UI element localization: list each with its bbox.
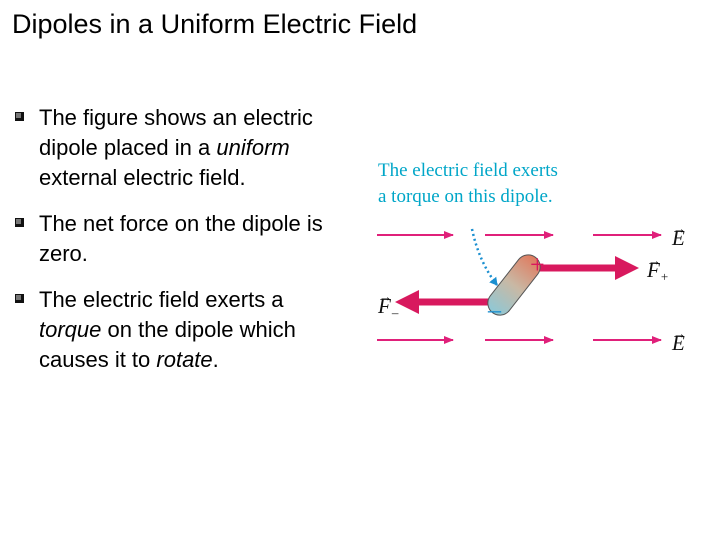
caption-line: a torque on this dipole. — [378, 186, 553, 207]
vector-arrow-icon: → — [648, 253, 661, 268]
bullet-text: The electric field exerts a — [39, 287, 284, 312]
minus-charge-sign: – — [488, 295, 501, 324]
field-symbol: E — [672, 331, 685, 355]
bullet-item: The electric field exerts a torque on th… — [14, 285, 344, 375]
vector-arrow-icon: → — [379, 289, 392, 304]
bullet-item: The net force on the dipole is zero. — [14, 209, 344, 269]
force-plus-arrow — [535, 256, 639, 280]
plus-charge-sign: + — [530, 250, 545, 279]
vector-arrow-icon: → — [673, 221, 686, 236]
bullet-text: The net force on the dipole is zero. — [39, 211, 323, 266]
bullet-text: The figure shows an electric dipole plac… — [39, 105, 313, 160]
bullet-emphasis: rotate — [156, 347, 213, 372]
dipole-figure: The electric field exerts a torque on th… — [365, 150, 710, 370]
bullet-item: The figure shows an electric dipole plac… — [14, 103, 344, 193]
bullet-text: . — [212, 347, 219, 372]
force-minus-arrow — [395, 290, 497, 314]
bullet-square-icon — [15, 218, 25, 228]
bullet-square-icon — [15, 294, 25, 304]
figure-caption: The electric field exerts a torque on th… — [378, 158, 628, 210]
bullet-text: on the dipole which causes it to — [39, 317, 296, 372]
force-subscript: + — [660, 269, 669, 284]
field-label-bottom: → E — [672, 326, 686, 355]
force-symbol: F — [647, 258, 660, 282]
dipole-diagram — [377, 228, 662, 344]
field-symbol: E — [672, 226, 685, 250]
bullet-list: The figure shows an electric dipole plac… — [14, 103, 344, 391]
caption-line: The electric field exerts — [378, 160, 558, 181]
force-minus-label: → F– — [378, 289, 399, 323]
field-label-top: → E — [672, 221, 686, 250]
bullet-emphasis: torque — [39, 317, 102, 342]
bullet-square-icon — [15, 112, 25, 122]
caption-pointer-arrow — [470, 228, 498, 286]
slide-title: Dipoles in a Uniform Electric Field — [12, 9, 418, 39]
force-subscript: – — [391, 305, 399, 320]
force-plus-label: → F+ — [647, 253, 669, 287]
bullet-text: external electric field. — [39, 165, 246, 190]
bullet-emphasis: uniform — [216, 135, 290, 160]
force-symbol: F — [378, 294, 391, 318]
vector-arrow-icon: → — [673, 326, 686, 341]
